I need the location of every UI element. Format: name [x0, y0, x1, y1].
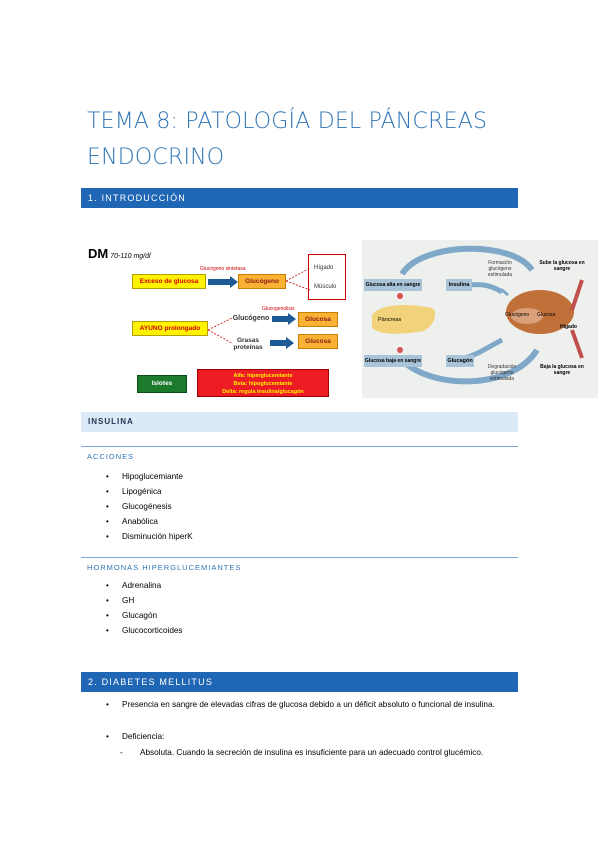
alfa-label: Alfa: hiperglucemiante: [233, 373, 293, 379]
arrow-right-icon: [270, 337, 294, 349]
sube-glucosa-label: Sube la glucosa en sangre: [539, 260, 585, 272]
celulas-box: Alfa: hiperglucemiante Beta: hipoglucemi…: [197, 369, 329, 397]
paragraph-definicion: • Presencia en sangre de elevadas cifras…: [106, 697, 516, 713]
divider: [81, 557, 518, 558]
deficiencia-text: Deficiencia:: [122, 732, 165, 741]
definicion-text: Presencia en sangre de elevadas cifras d…: [122, 700, 495, 709]
islotes-box: Islotes: [137, 375, 187, 393]
list-item: GH: [106, 593, 183, 608]
section-header-diabetes: 2. DIABETES MELLITUS: [81, 672, 518, 692]
list-item: Hipoglucemiante: [106, 469, 193, 484]
list-item: Glucagón: [106, 608, 183, 623]
branch-icon: [208, 317, 233, 344]
glucosa-liver-label: Glucosa: [537, 312, 556, 318]
insulina-box: Insulina: [446, 279, 472, 291]
arrow-right-icon: [208, 276, 238, 288]
branch-icon: [286, 267, 311, 291]
formacion-label: Formación glucógeno estimulada: [487, 260, 513, 278]
page-title: TEMA 8: PATOLOGÍA DEL PÁNCREAS ENDOCRINO: [87, 104, 527, 176]
dm-label: DM: [88, 246, 109, 261]
degradacion-label: Degradación glucógeno estimulada: [487, 364, 517, 382]
acciones-label: ACCIONES: [87, 452, 135, 461]
dash-marker: -: [120, 748, 123, 757]
glucogenolisis-label: Glucogenolisis: [262, 306, 295, 312]
exceso-glucosa-box: Exceso de glucosa: [132, 274, 206, 289]
glucogeno-box: Glucógeno: [238, 274, 286, 289]
glucagon-box: Glucagón: [446, 355, 474, 367]
higado-label: Hígado: [560, 324, 577, 330]
subsection-header-insulina: INSULINA: [81, 412, 518, 432]
baja-glucosa-label: Baja la glucosa en sangre: [540, 364, 584, 376]
dm-range: 70-110 mg/dl: [110, 253, 151, 260]
section-header-introduccion: 1. INTRODUCCIÓN: [81, 188, 518, 208]
hormonas-list: Adrenalina GH Glucagón Glucocorticoides: [106, 578, 183, 638]
delta-label: Delta: regula insulina/glucagón: [222, 389, 304, 395]
paragraph-deficiencia: • Deficiencia:: [106, 729, 516, 745]
list-item: Disminución hiperK: [106, 529, 193, 544]
beta-label: Beta: hipoglucemiante: [233, 381, 293, 387]
destino-box: Hígado Músculo: [308, 254, 346, 300]
higado-label: Hígado: [314, 265, 334, 271]
glucogeno-label: Glucógeno: [232, 315, 270, 323]
glucosa-baja-box: Glucosa baja en sangre: [364, 355, 422, 367]
acciones-list: Hipoglucemiante Lipogénica Glucogénesis …: [106, 469, 193, 544]
paragraph-absoluta: - Absoluta. Cuando la secreción de insul…: [120, 745, 516, 761]
bullet: •: [106, 700, 109, 709]
glucosa-box-1: Glucosa: [298, 312, 338, 327]
list-item: Adrenalina: [106, 578, 183, 593]
list-item: Glucocorticoides: [106, 623, 183, 638]
list-item: Glucogénesis: [106, 499, 193, 514]
pancreas-label: Páncreas: [378, 317, 402, 323]
divider: [81, 446, 518, 447]
glucosa-box-2: Glucosa: [298, 334, 338, 349]
bullet: •: [106, 732, 109, 741]
list-item: Anabólica: [106, 514, 193, 529]
grasas-proteinas-label: Grasas proteínas: [233, 336, 263, 351]
glucogeno-sintetasa-label: Glucógeno sintetasa: [200, 266, 246, 272]
ayuno-box: AYUNO prolongado: [132, 321, 208, 336]
arrow-right-icon: [272, 313, 296, 325]
title-line-1: TEMA 8: PATOLOGÍA DEL PÁNCREAS: [87, 109, 488, 134]
title-line-2: ENDOCRINO: [87, 145, 225, 170]
musculo-label: Músculo: [314, 284, 337, 290]
hormonas-label: HORMONAS HIPERGLUCEMIANTES: [87, 563, 242, 572]
list-item: Lipogénica: [106, 484, 193, 499]
glucogeno-liver-label: Glucógeno: [505, 312, 530, 318]
glucose-regulation-diagram: Glucosa alta en sangre Insulina Formació…: [362, 240, 598, 398]
absoluta-text: Absoluta. Cuando la secreción de insulin…: [140, 748, 484, 757]
glucosa-alta-box: Glucosa alta en sangre: [364, 279, 422, 291]
